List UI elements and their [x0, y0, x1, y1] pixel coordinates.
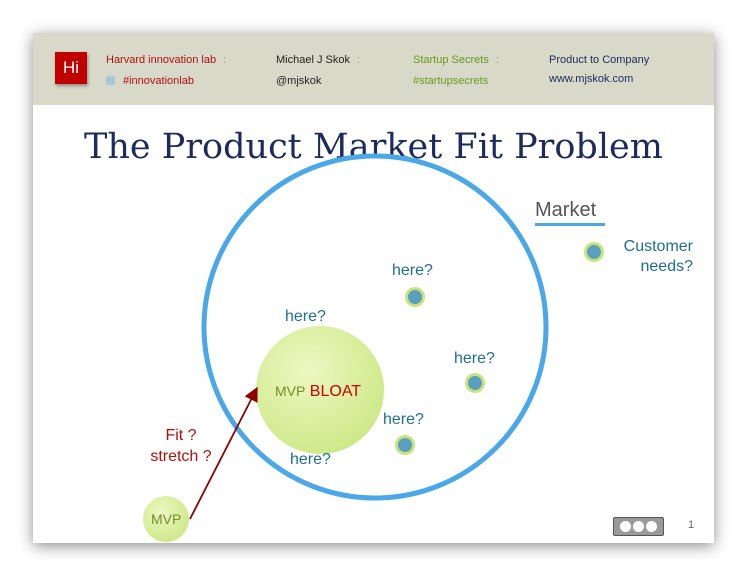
- diagram-canvas: [143, 153, 604, 542]
- harvard-hashtag[interactable]: #innovationlab: [123, 75, 194, 87]
- fit-line: Fit ?: [165, 427, 197, 444]
- here-label-2: here?: [285, 308, 326, 325]
- dot-3: [395, 435, 415, 455]
- separator: :: [223, 54, 227, 66]
- here-label-3: here?: [454, 350, 495, 367]
- page-number: 1: [688, 519, 695, 531]
- mvp-bloat-label: MVP BLOAT: [275, 383, 361, 401]
- author-handle[interactable]: @mjskok: [276, 75, 322, 87]
- fit-arrow: [189, 386, 258, 520]
- market-underline: [535, 223, 605, 226]
- mvp-bloat-prefix: MVP: [275, 383, 306, 399]
- bloat-word: BLOAT: [309, 383, 362, 400]
- twitter-icon: [106, 76, 115, 85]
- market-label: Market: [535, 199, 597, 221]
- website-link[interactable]: www.mjskok.com: [549, 73, 634, 85]
- here-label-5: here?: [290, 451, 331, 468]
- dot-2: [465, 373, 485, 393]
- author-name: Michael J Skok: [276, 54, 350, 66]
- header-startup: Startup Secrets :: [413, 54, 499, 66]
- header-author: Michael J Skok :: [276, 54, 360, 66]
- slide: Hi Harvard innovation lab : #innovationl…: [33, 33, 714, 543]
- here-label-4: here?: [383, 411, 424, 428]
- here-label-1: here?: [392, 262, 433, 279]
- hi-logo-icon: Hi: [55, 52, 87, 84]
- customer-needs-label: Customer needs?: [593, 237, 693, 277]
- mvp-label: MVP: [151, 511, 182, 527]
- header-harvard: Harvard innovation lab :: [106, 54, 226, 66]
- customer-line-1: Customer: [623, 238, 693, 255]
- market-circle: [201, 153, 549, 501]
- fit-stretch-label: Fit ? stretch ?: [136, 425, 226, 467]
- harvard-title: Harvard innovation lab: [106, 54, 217, 66]
- customer-dot: [584, 242, 604, 262]
- startup-hashtag[interactable]: #startupsecrets: [413, 75, 489, 87]
- header-harvard-sub: #innovationlab: [106, 75, 194, 87]
- creative-commons-icon[interactable]: [613, 517, 664, 536]
- header-bar: Hi Harvard innovation lab : #innovationl…: [33, 33, 714, 105]
- mvp-bloat-bubble: [256, 326, 384, 454]
- product-title: Product to Company: [549, 54, 650, 66]
- dot-1: [405, 287, 425, 307]
- startup-title: Startup Secrets: [413, 54, 489, 66]
- customer-line-2: needs?: [640, 258, 694, 275]
- stretch-line: stretch ?: [150, 448, 212, 465]
- separator: :: [495, 54, 499, 66]
- page-title: The Product Market Fit Problem: [84, 127, 663, 167]
- mvp-bubble: [143, 496, 189, 542]
- separator: :: [357, 54, 361, 66]
